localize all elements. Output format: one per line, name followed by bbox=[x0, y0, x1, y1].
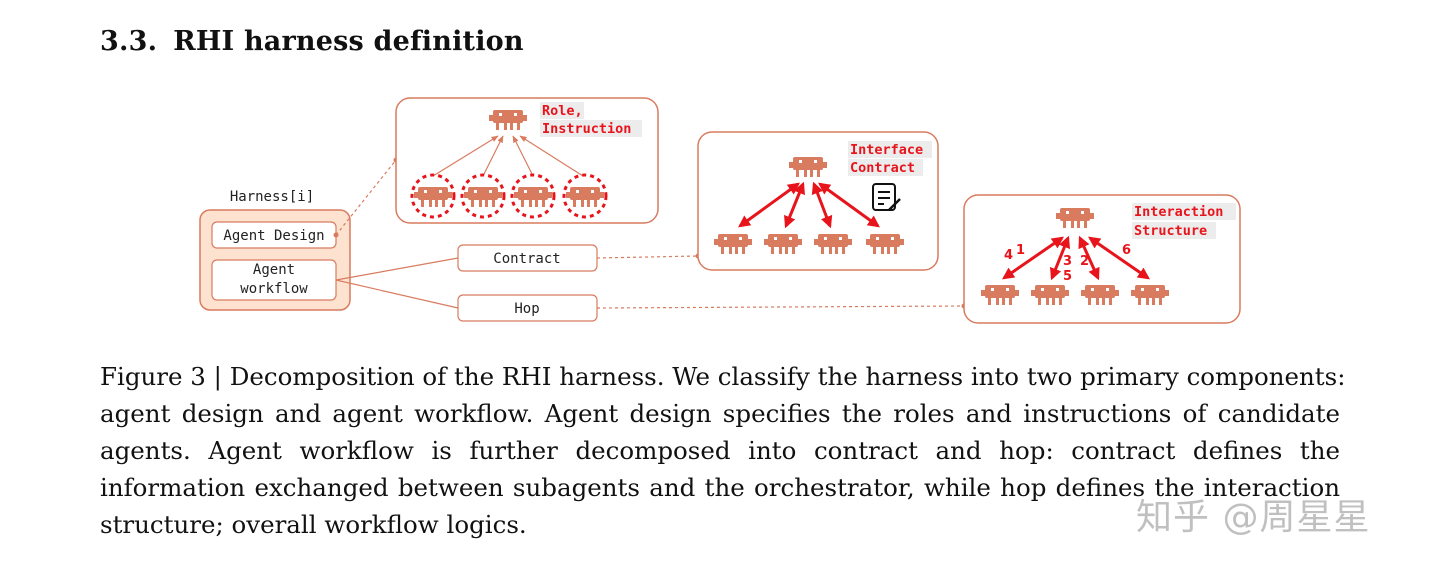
role-label-1: Role, bbox=[542, 103, 583, 119]
hop-number: 2 bbox=[1080, 254, 1089, 269]
hop-number: 1 bbox=[1016, 243, 1025, 258]
interaction-label-1: Interaction bbox=[1134, 204, 1223, 220]
agent-design-label: Agent Design bbox=[223, 228, 324, 244]
caption-line: agents. Agent workflow is further decomp… bbox=[100, 436, 1340, 465]
caption-line: agent design and agent workflow. Agent d… bbox=[100, 399, 1340, 428]
interface-label-1: Interface bbox=[850, 142, 923, 158]
hop-number: 5 bbox=[1063, 269, 1072, 284]
workflow-to-hop-line bbox=[335, 279, 459, 309]
figure-caption: Figure 3 | Decomposition of the RHI harn… bbox=[100, 358, 1346, 543]
candidate-agents bbox=[410, 173, 608, 219]
hop-number: 6 bbox=[1122, 243, 1131, 258]
contract-label: Contract bbox=[493, 251, 560, 267]
watermark: 知乎 @周星星 bbox=[1136, 497, 1371, 538]
workflow-to-contract-line bbox=[335, 257, 459, 281]
agent-workflow-label-2: workflow bbox=[240, 281, 308, 297]
harness-label: Harness[i] bbox=[230, 189, 314, 205]
section-title: RHI harness definition bbox=[173, 26, 524, 57]
section-heading: 3.3. RHI harness definition bbox=[100, 26, 524, 57]
caption-line: Figure 3 | Decomposition of the RHI harn… bbox=[100, 362, 1346, 391]
interaction-label-2: Structure bbox=[1134, 223, 1207, 239]
hop-number: 3 bbox=[1063, 254, 1072, 269]
contract-connector bbox=[596, 255, 699, 259]
caption-line: structure; overall workflow logics. bbox=[100, 510, 527, 539]
design-connector bbox=[335, 159, 397, 236]
hop-label: Hop bbox=[514, 301, 539, 317]
interface-label-2: Contract bbox=[850, 160, 915, 176]
role-label-2: Instruction bbox=[542, 121, 631, 137]
contract-document-icon bbox=[872, 183, 901, 211]
section-number: 3.3. bbox=[100, 26, 158, 57]
caption-line: information exchanged between subagents … bbox=[100, 473, 1340, 502]
agent-workflow-label-1: Agent bbox=[253, 262, 295, 278]
hop-connector bbox=[596, 305, 965, 309]
hop-number: 4 bbox=[1004, 248, 1013, 263]
harness-figure: Harness[i] Agent Design Agent workflow C… bbox=[199, 97, 1241, 324]
